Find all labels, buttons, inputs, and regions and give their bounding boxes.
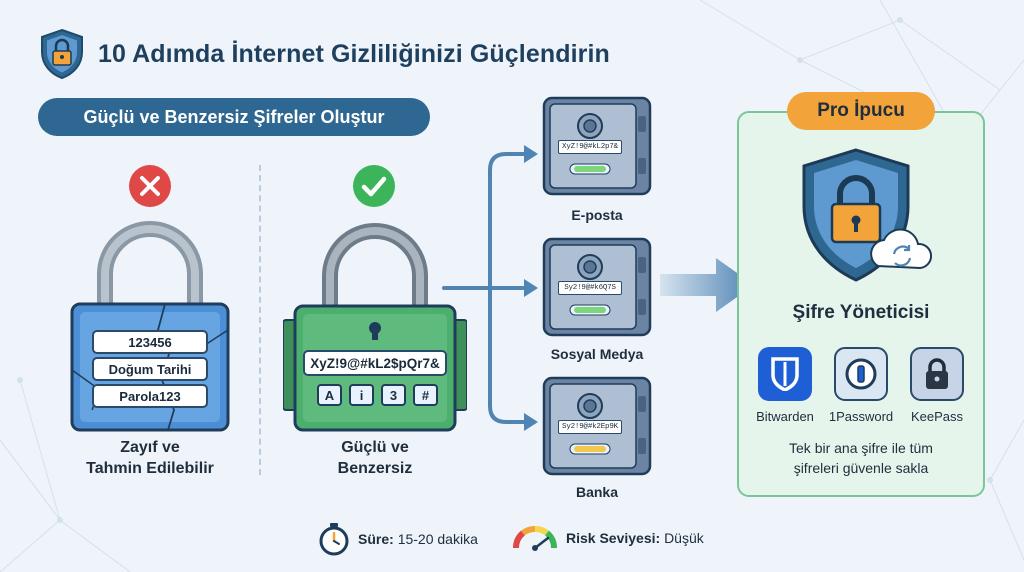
shield-lock-icon (41, 28, 83, 80)
password-manager-desc: Tek bir ana şifre ile tüm şifreleri güve… (789, 440, 933, 476)
duration-info: Süre: 15-20 dakika (318, 522, 478, 556)
password-manager-apps: Bitwarden 1Password KeePass (747, 347, 975, 424)
risk-gauge-icon (513, 526, 557, 551)
section-subtitle: Güçlü ve Benzersiz Şifreler Oluştur (38, 98, 430, 136)
red-x-icon (129, 165, 171, 207)
stopwatch-icon (319, 523, 349, 556)
app-1password: 1Password (823, 347, 899, 424)
strong-char-3: 3 (381, 384, 406, 406)
weak-label: Zayıf ve Tahmin Edilebilir (86, 439, 214, 477)
password-manager-title: Şifre Yöneticisi (792, 302, 930, 323)
header: 10 Adımda İnternet Gizliliğinizi Güçlend… (38, 28, 610, 80)
strong-char-2: i (349, 384, 374, 406)
password-manager-shield-icon (802, 148, 932, 282)
safe-social-indicator (574, 307, 606, 313)
safe-email-indicator (574, 166, 606, 172)
green-check-icon (353, 165, 395, 207)
safe-social: Sy2!9@#k6Q7S (542, 237, 652, 337)
keepass-lock-icon (910, 347, 964, 401)
strong-password: XyZ!9@#kL2$pQr7& (303, 350, 447, 376)
safe-email-label: E-posta (571, 207, 623, 223)
arrow-right-icon (660, 258, 754, 312)
safe-bank-password: Sy2!9@#k2Ep9K (558, 420, 622, 434)
pro-tip-pill: Pro İpucu (787, 92, 935, 130)
weak-padlock: 123456 Doğum Tarihi Parola123 (70, 220, 230, 432)
page-title: 10 Adımda İnternet Gizliliğinizi Güçlend… (98, 39, 610, 68)
strong-padlock: XyZ!9@#kL2$pQr7& A i 3 # (283, 220, 467, 432)
safe-email: XyZ!9@#kL2p7& (542, 96, 652, 196)
weak-password-1: 123456 (92, 330, 208, 354)
safe-bank: Sy2!9@#k2Ep9K (542, 376, 652, 476)
app-keepass: KeePass (899, 347, 975, 424)
branch-arrows (442, 145, 538, 431)
app-bitwarden: Bitwarden (747, 347, 823, 424)
safe-bank-indicator (574, 446, 606, 452)
strong-char-4: # (413, 384, 438, 406)
weak-password-2: Doğum Tarihi (92, 357, 208, 381)
safe-social-password: Sy2!9@#k6Q7S (558, 281, 622, 295)
safe-bank-label: Banka (575, 484, 619, 500)
strong-label: Güçlü ve Benzersiz (337, 439, 413, 477)
bitwarden-shield-icon (758, 347, 812, 401)
onepassword-keyhole-icon (834, 347, 888, 401)
safe-social-label: Sosyal Medya (550, 346, 644, 362)
weak-password-3: Parola123 (92, 384, 208, 408)
strong-char-1: A (317, 384, 342, 406)
risk-info: Risk Seviyesi: Düşük (512, 524, 704, 552)
safe-email-password: XyZ!9@#kL2p7& (558, 140, 622, 154)
divider (259, 165, 261, 475)
